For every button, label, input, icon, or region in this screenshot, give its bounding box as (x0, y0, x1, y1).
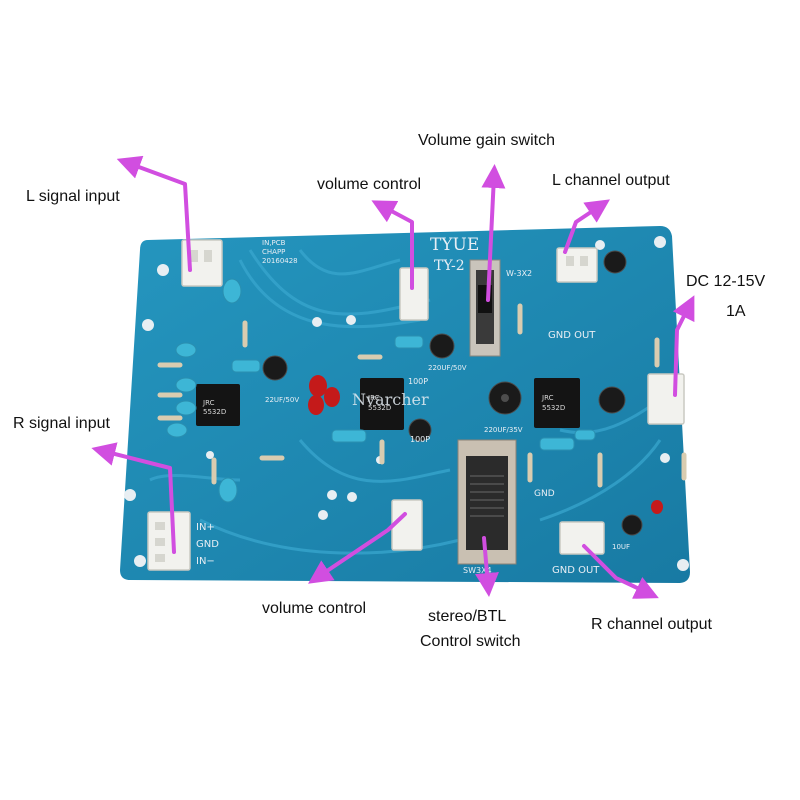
label-stereo-btl: stereo/BTL (428, 608, 507, 625)
silk-pcb-line3: 20160428 (262, 257, 298, 265)
silk-cap-label: 220UF/35V (484, 426, 523, 434)
mounting-holes (124, 236, 689, 571)
pcb-board (120, 226, 690, 583)
svg-text:5532D: 5532D (542, 404, 565, 412)
resistors (157, 303, 687, 488)
label-l-signal-input: L signal input (26, 188, 120, 205)
label-dc-power-current: 1A (726, 303, 746, 320)
silk-cap-label: 100P (408, 377, 428, 386)
label-control-switch: Control switch (420, 633, 521, 650)
label-r-signal-input: R signal input (13, 415, 110, 432)
stereo-btl-switch-part (457, 439, 517, 565)
silk-gnd-out-top: GND OUT (548, 330, 596, 341)
arrow-r-signal-input (91, 442, 176, 554)
arrow-r-channel-output (582, 544, 659, 599)
silk-cap-label: 220UF/50V (428, 364, 467, 372)
svg-text:JRC: JRC (541, 394, 554, 402)
silk-switch-bottom: SW3X4 (463, 566, 492, 575)
red-film-capacitors (308, 375, 663, 514)
volume-gain-switch-part (469, 259, 501, 357)
arrow-volume-control-top (371, 200, 414, 290)
silk-pcb-line2: CHAPP (262, 248, 285, 256)
silk-cap-label: GND (534, 489, 555, 499)
arrow-l-signal-input (116, 155, 192, 272)
silk-switch-top: W-3X2 (506, 269, 532, 278)
svg-text:JRC: JRC (202, 399, 215, 407)
label-volume-control-top: volume control (317, 176, 422, 193)
arrow-volume-control-bottom (308, 512, 407, 584)
arrow-stereo-btl (475, 536, 499, 597)
board-model: TY-2 (434, 258, 465, 274)
board-brand: TYUE (430, 235, 479, 255)
electrolytic-capacitors (262, 250, 643, 536)
arrow-dc-power (672, 295, 695, 397)
silk-gnd-out-bottom: GND OUT (552, 565, 600, 576)
silk-cap-label: 10UF (612, 543, 630, 551)
label-r-channel-output: R channel output (591, 616, 712, 633)
label-volume-gain-switch: Volume gain switch (418, 132, 555, 149)
svg-text:5532D: 5532D (368, 404, 391, 412)
svg-text:JRC: JRC (367, 394, 380, 402)
label-volume-control-bottom: volume control (262, 600, 367, 617)
op-amp-chips (196, 378, 580, 430)
silk-in-minus: IN− (196, 556, 215, 567)
silk-pcb-line1: IN,PCB (262, 239, 286, 247)
silk-in-gnd: GND (196, 539, 219, 550)
label-l-channel-output: L channel output (552, 172, 670, 189)
label-dc-power-voltage: DC 12-15V (686, 273, 766, 290)
annotation-arrows (91, 155, 695, 599)
silk-cap-label: 100P (410, 435, 430, 444)
svg-text:5532D: 5532D (203, 408, 226, 416)
silk-cap-label: 22UF/50V (265, 396, 299, 404)
arrow-l-channel-output (563, 199, 610, 254)
silk-in-plus: IN+ (196, 522, 215, 533)
arrow-volume-gain-switch (481, 164, 506, 302)
ceramic-capacitors (166, 278, 596, 503)
watermark: Nvarcher (352, 390, 429, 409)
